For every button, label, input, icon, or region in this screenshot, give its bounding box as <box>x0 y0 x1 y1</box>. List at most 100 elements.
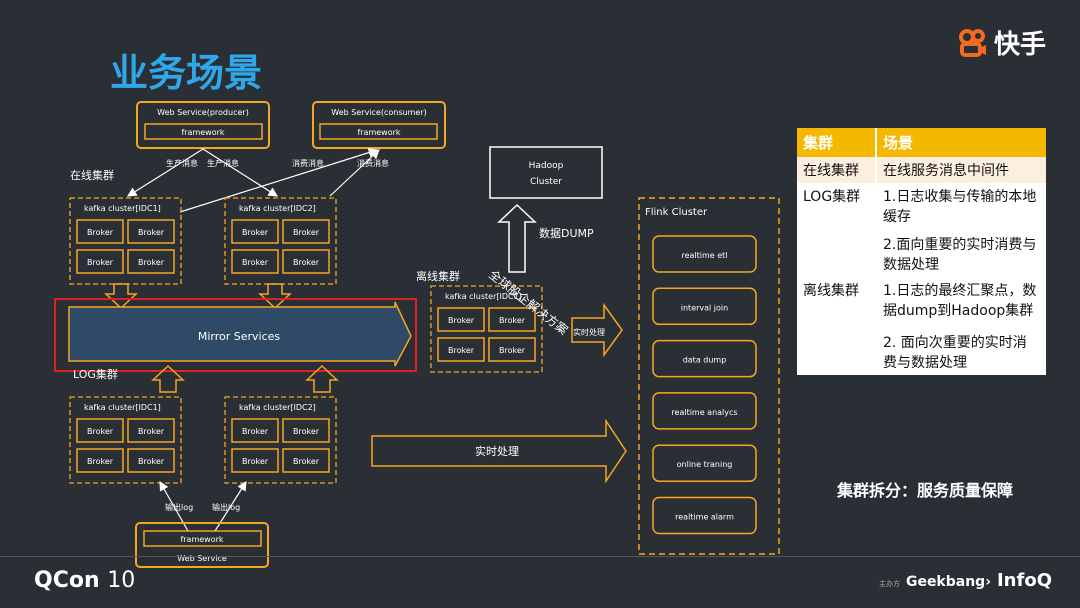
page-title: 业务场景 <box>110 51 263 95</box>
produce-label-2: 生产消息 <box>207 158 239 168</box>
producer-web-service: Web Service(producer) framework <box>136 101 270 149</box>
online-cluster-label: 在线集群 <box>70 168 114 182</box>
broker-box <box>231 249 279 274</box>
broker-box <box>488 337 536 362</box>
mirror-highlight-box <box>54 298 417 372</box>
broker-label: Broker <box>293 457 320 466</box>
qcon-logo: QCon 10 <box>34 568 135 593</box>
flink-job: interval join <box>652 287 757 326</box>
broker-box <box>282 219 330 244</box>
footer-divider <box>0 556 1080 557</box>
broker-box <box>488 307 536 332</box>
broker-box <box>76 219 124 244</box>
broker-label: Broker <box>448 316 475 325</box>
consume-label-2: 消费消息 <box>357 158 389 168</box>
broker-box <box>76 448 124 473</box>
header-scenario: 场景 <box>883 134 914 152</box>
bottom-web-title: Web Service <box>177 554 227 563</box>
broker-label: Broker <box>242 228 269 237</box>
cell-cluster: 在线集群 <box>797 157 877 183</box>
scenario-text: 1.日志收集与传输的本地缓存 <box>883 189 1037 225</box>
flink-job-label: realtime etl <box>681 251 727 260</box>
scenario-text: 1.日志的最终汇聚点，数据dump到Hadoop集群 <box>883 283 1037 319</box>
broker-box <box>127 219 175 244</box>
broker-label: Broker <box>87 457 114 466</box>
realtime-processing-label: 实时处理 <box>475 444 519 458</box>
flink-job-label: data dump <box>683 356 727 365</box>
down-arrow-2 <box>258 283 292 310</box>
consumer-title: Web Service(consumer) <box>331 108 426 117</box>
scenario-text: 2.面向重要的实时消费与数据处理 <box>883 237 1037 273</box>
flink-cluster-box <box>638 197 780 555</box>
bottom-web-framework: framework <box>180 535 223 544</box>
flink-job: realtime etl <box>652 235 757 273</box>
up-arrow-1 <box>151 364 185 393</box>
produce-label-1: 生产消息 <box>166 158 198 168</box>
broker-box <box>282 249 330 274</box>
sponsor-logos: 主办方 Geekbang› InfoQ <box>879 570 1052 591</box>
broker-label: Broker <box>242 427 269 436</box>
kafka-cluster-title: kafka cluster[IDC2] <box>239 204 316 213</box>
broker-label: Broker <box>499 346 526 355</box>
flink-job-label: realtime analycs <box>671 408 737 417</box>
broker-label: Broker <box>448 346 475 355</box>
table-header: 集群 场景 <box>797 128 1046 157</box>
broker-box <box>437 307 485 332</box>
realtime-processing-arrow <box>371 418 627 484</box>
broker-box <box>231 418 279 443</box>
broker-box <box>282 418 330 443</box>
header-cluster: 集群 <box>797 128 877 157</box>
broker-label: Broker <box>293 427 320 436</box>
flink-job-label: interval join <box>681 303 728 312</box>
broker-label: Broker <box>87 228 114 237</box>
output-log-label-2: 输出log <box>212 502 240 512</box>
producer-title: Web Service(producer) <box>157 108 249 117</box>
consumer-framework: framework <box>357 128 400 137</box>
logo-text: 快手 <box>993 30 1046 60</box>
kuaishou-icon <box>958 28 986 57</box>
flink-job: realtime alarm <box>652 496 757 535</box>
qcon-suffix: 10 <box>107 568 136 593</box>
kafka-cluster-title: kafka cluster[IDC1] <box>445 292 522 301</box>
broker-label: Broker <box>293 258 320 267</box>
table-row: 在线集群 在线服务消息中间件 <box>797 157 1046 183</box>
data-dump-arrow <box>497 203 537 273</box>
broker-label: Broker <box>293 228 320 237</box>
broker-box <box>127 418 175 443</box>
broker-label: Broker <box>242 457 269 466</box>
broker-box <box>282 448 330 473</box>
cluster-split-note: 集群拆分：服务质量保障 <box>837 481 1014 500</box>
cluster-scenario-table: 集群 场景 在线集群 在线服务消息中间件 LOG集群 1.日志收集与传输的本地缓… <box>797 128 1046 375</box>
hadoop-cluster-box <box>489 146 603 199</box>
up-arrow-2 <box>305 364 339 393</box>
bottom-web-service: framework Web Service <box>135 522 269 568</box>
hadoop-line2: Cluster <box>530 177 562 187</box>
offline-cluster-label: 离线集群 <box>416 269 460 283</box>
broker-box <box>231 448 279 473</box>
broker-box <box>127 249 175 274</box>
broker-label: Broker <box>87 258 114 267</box>
flink-job-label: realtime alarm <box>675 513 734 522</box>
broker-label: Broker <box>138 228 165 237</box>
data-dump-label: 数据DUMP <box>539 226 594 240</box>
geekbang-logo: Geekbang› <box>905 574 991 590</box>
producer-framework: framework <box>181 128 224 137</box>
broker-label: Broker <box>138 457 165 466</box>
flink-job-label: online traning <box>677 460 733 469</box>
cell-cluster: 离线集群 <box>797 277 877 375</box>
output-log-label-1: 输出log <box>165 502 193 512</box>
kafka-cluster-title: kafka cluster[IDC2] <box>239 403 316 412</box>
mirror-services-arrow <box>68 301 412 367</box>
broker-box <box>127 448 175 473</box>
broker-box <box>437 337 485 362</box>
consume-label-1: 消费消息 <box>292 158 324 168</box>
